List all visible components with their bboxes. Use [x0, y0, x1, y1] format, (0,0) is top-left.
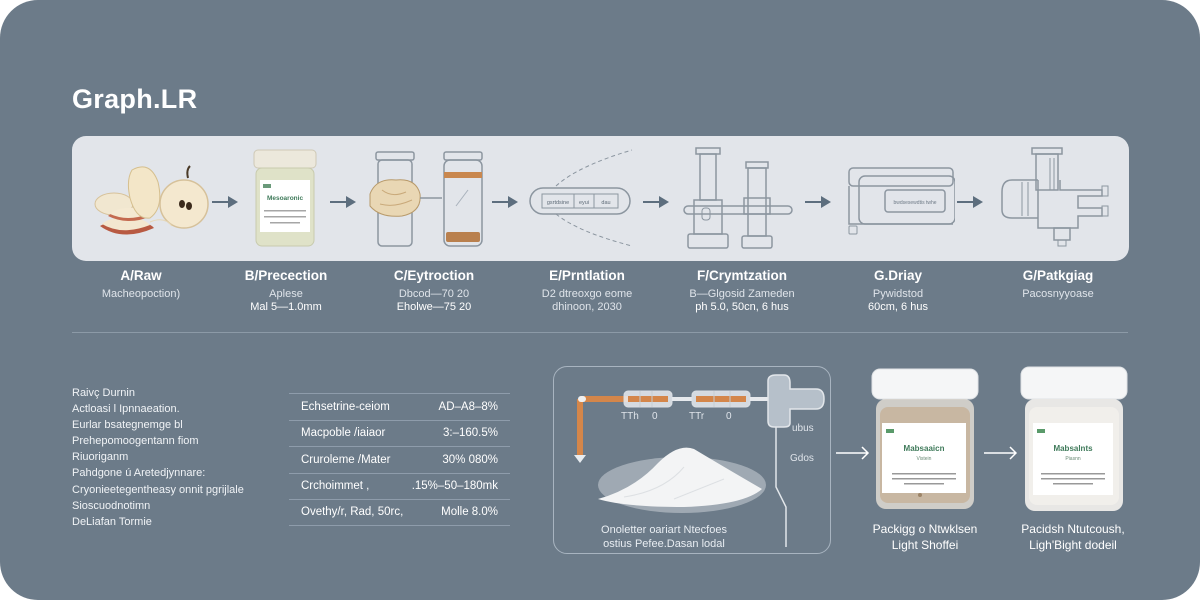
- valve-label: TTr: [689, 411, 705, 422]
- stage-label-g-packaging: G/Patkgiag Pacosnyyoase: [968, 268, 1148, 301]
- stage-label-c: C/Eytroction Dbcod—70 20 Eholwe—75 20: [344, 268, 524, 314]
- note-item: DeLiafan Tormie: [72, 515, 152, 528]
- stage-detail: B—Glgosid Zameden: [689, 288, 795, 300]
- stage-name: G.Driay: [873, 268, 923, 283]
- flow-arrow-icon: [212, 196, 238, 208]
- box-caption: Onoletter oariart Ntecfoes ostius Pefee.…: [554, 523, 774, 551]
- note-item: Pahdgone ú Aretedjynnare:: [72, 467, 206, 480]
- valve-label: 0: [652, 411, 658, 422]
- section-divider: [72, 332, 1128, 333]
- note-item: Cryonieetegentheasy onnit pgrijlale: [72, 483, 244, 496]
- note-item: Actloasi l Ipnnaeation.: [72, 403, 180, 416]
- spec-param: Ovethy/r, Rad, 50rc,: [301, 506, 404, 519]
- spec-value: 3:–160.5%: [443, 427, 498, 440]
- spec-param: Echsetrine-ceiom: [301, 400, 390, 413]
- pipe-valve-icon: [574, 374, 825, 547]
- valve-label: 0: [726, 411, 732, 422]
- stage-name: F/Crymtzation: [696, 268, 787, 283]
- caption-line: Onoletter oariart Ntecfoes: [601, 524, 727, 536]
- stage-name: A/Raw: [120, 268, 162, 283]
- flow-arrow-icon: [984, 446, 1018, 460]
- cartridge-cell-text: eyui: [579, 200, 589, 206]
- table-row: Macpoble /iaiaor 3:–160.5%: [289, 419, 510, 447]
- jar-sub-text: Vistein: [917, 456, 932, 462]
- crystallizer-column-icon: [683, 147, 793, 249]
- stage-detail: Pywidstod: [872, 288, 924, 300]
- jar-brand-text: Mabsalnts: [1053, 444, 1093, 453]
- filtration-cartridge-icon: gsrtdsine eyui dau: [529, 149, 633, 247]
- note-item: Eurlar bsategnemge bl: [72, 419, 183, 432]
- stage-detail: D2 dtreoxgo eome: [541, 288, 633, 300]
- stage-detail: dhinoon, 2030: [552, 301, 622, 313]
- flow-arrow-icon: [805, 196, 831, 208]
- stage-label-e: E/Prntlation D2 dtreoxgo eome dhinoon, 2…: [497, 268, 677, 314]
- spec-param: Macpoble /iaiaor: [301, 427, 386, 440]
- table-row: Echsetrine-ceiom AD–A8–8%: [289, 393, 510, 420]
- stage-detail: Aplese: [269, 288, 303, 300]
- valve-label: TTh: [621, 411, 639, 422]
- stage-label-g-drying: G.Driay Pywidstod 60cm, 6 hus: [808, 268, 988, 314]
- notes-list: Raivç Durnin Actloasi l Ipnnaeation. Eur…: [72, 385, 244, 530]
- jar-caption: Pacidsh Ntutcoush, Ligh'Bight dodeil: [998, 521, 1148, 553]
- stage-detail: Macheopoction): [101, 288, 181, 300]
- flow-arrow-icon: [492, 196, 518, 208]
- product-jar-icon: Mabsaaicn Vistein: [871, 368, 979, 509]
- spec-value: .15%–50–180mk: [411, 480, 498, 493]
- caption-line: ostius Pefee.Dasan lodal: [603, 538, 725, 550]
- note-item: Prehepomoogentann fiom: [72, 435, 199, 448]
- table-row: Crchoimmet , .15%–50–180mk: [289, 472, 510, 500]
- jar-caption: Packigg o Ntwklsen Light Shoffei: [850, 521, 1000, 553]
- flow-arrow-icon: [643, 196, 669, 208]
- table-row: Ovethy/r, Rad, 50rc, Molle 8.0%: [289, 499, 510, 526]
- spec-param: Cruroleme /Mater: [301, 453, 391, 466]
- jar-label-text: Mesoaronic: [267, 195, 304, 202]
- stage-name: E/Prntlation: [549, 268, 625, 283]
- flow-arrow-icon: [836, 446, 870, 460]
- stage-detail: Pacosnyyoase: [1022, 288, 1094, 300]
- note-item: Riuoriganm: [72, 451, 129, 464]
- stage-label-f: F/Crymtzation B—Glgosid Zameden ph 5.0, …: [652, 268, 832, 314]
- crystal-output-box: TTh 0 TTr 0 ubus Gdos Onoletter oariart …: [553, 366, 831, 554]
- dryer-label-text: bwdsesewdtis twhe: [893, 200, 936, 206]
- stage-label-b: B/Precection Aplese Mal 5—1.0mm: [196, 268, 376, 314]
- caption-line: Packigg o Ntwklsen: [872, 522, 978, 536]
- stage-detail: Mal 5—1.0mm: [250, 301, 322, 313]
- flow-arrow-icon: [957, 196, 983, 208]
- jar-sub-text: Piasnn: [1065, 456, 1081, 462]
- flow-arrow-icon: [330, 196, 356, 208]
- packaging-machine-icon: [1001, 147, 1109, 247]
- page-title: Graph.LR: [72, 84, 198, 114]
- product-jar-icon: Mabsalnts Piasnn: [1020, 366, 1128, 511]
- outlet-label: Gdos: [790, 453, 814, 464]
- stage-name: C/Eytroction: [393, 268, 475, 283]
- spec-value: AD–A8–8%: [438, 400, 498, 413]
- apple-slices-icon: [94, 165, 209, 235]
- table-row: Cruroleme /Mater 30% 080%: [289, 446, 510, 473]
- stage-label-a: A/Raw Macheopoction): [51, 268, 231, 301]
- caption-line: Ligh'Bight dodeil: [1029, 538, 1117, 552]
- note-item: Raivç Durnin: [72, 387, 135, 399]
- note-item: Sioscuodnotimn: [72, 499, 151, 512]
- cartridge-cell-text: dau: [601, 200, 610, 206]
- jar-icon: Mesoaronic: [253, 149, 317, 247]
- spec-table: Echsetrine-ceiom AD–A8–8% Macpoble /iaia…: [289, 393, 510, 526]
- caption-line: Light Shoffei: [891, 538, 959, 552]
- outlet-label: ubus: [792, 423, 814, 434]
- caption-line: Pacidsh Ntutcoush,: [1021, 522, 1125, 536]
- extraction-vessels-icon: [369, 151, 483, 247]
- stage-name: B/Precection: [244, 268, 328, 283]
- jar-brand-text: Mabsaaicn: [904, 444, 945, 453]
- spec-value: Molle 8.0%: [441, 506, 498, 519]
- stage-detail: Eholwe—75 20: [396, 301, 472, 313]
- stage-detail: ph 5.0, 50cn, 6 hus: [695, 301, 789, 313]
- cartridge-cell-text: gsrtdsine: [547, 200, 569, 206]
- process-flow-panel: [72, 136, 1129, 261]
- spec-param: Crchoimmet ,: [301, 480, 370, 493]
- stage-detail: 60cm, 6 hus: [868, 301, 928, 313]
- spec-value: 30% 080%: [442, 453, 498, 466]
- stage-name: G/Patkgiag: [1022, 268, 1094, 283]
- stage-detail: Dbcod—70 20: [398, 288, 470, 300]
- dryer-oven-icon: bwdsesewdtis twhe: [848, 167, 955, 235]
